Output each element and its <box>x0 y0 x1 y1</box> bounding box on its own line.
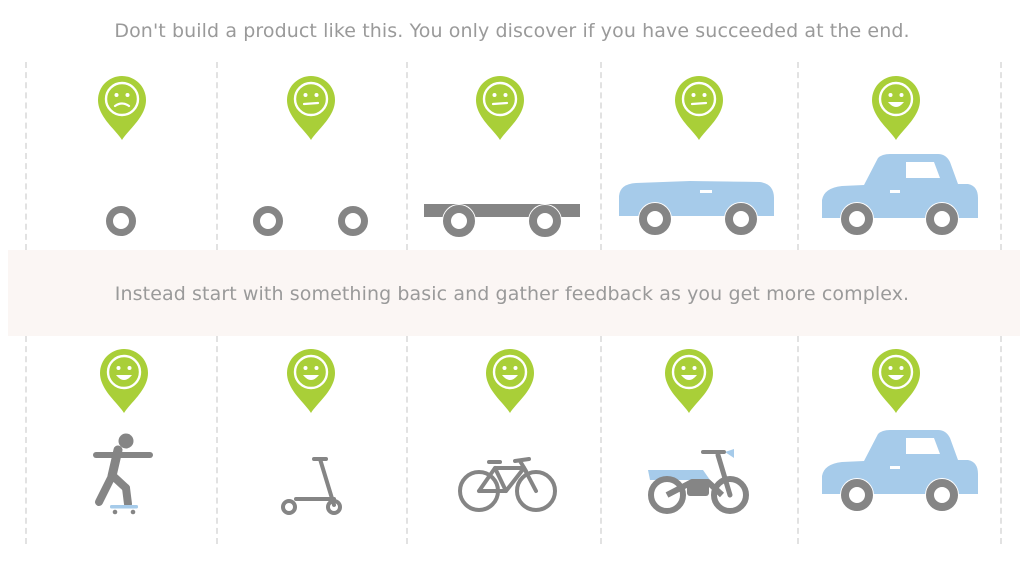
column-divider <box>406 336 408 544</box>
car-body-icon <box>619 181 774 236</box>
car-icon <box>822 154 978 236</box>
column-divider <box>797 62 799 250</box>
top-caption: Don't build a product like this. You onl… <box>114 20 910 42</box>
column-divider <box>797 336 799 544</box>
column-divider <box>25 336 27 544</box>
skateboard-icon <box>93 433 153 515</box>
location-pin-icon <box>285 74 337 142</box>
location-pin-icon <box>673 74 725 142</box>
bicycle-icon <box>458 457 557 512</box>
car-icon <box>822 430 978 512</box>
column-divider <box>600 336 602 544</box>
two-wheels-icon <box>257 210 365 233</box>
motorcycle-icon <box>648 449 749 514</box>
scooter-icon <box>281 457 342 515</box>
column-divider <box>406 62 408 250</box>
location-pin-icon <box>484 347 536 415</box>
location-pin-icon <box>870 74 922 142</box>
location-pin-icon <box>870 347 922 415</box>
column-divider <box>216 336 218 544</box>
location-pin-icon <box>98 347 150 415</box>
location-pin-icon <box>96 74 148 142</box>
middle-caption: Instead start with something basic and g… <box>114 283 910 305</box>
column-divider <box>1000 62 1002 250</box>
column-divider <box>600 62 602 250</box>
column-divider <box>1000 336 1002 544</box>
middle-band <box>8 250 1020 336</box>
location-pin-icon <box>474 74 526 142</box>
column-divider <box>216 62 218 250</box>
location-pin-icon <box>663 347 715 415</box>
single-wheel-icon <box>110 210 133 233</box>
chassis-icon <box>424 204 580 238</box>
location-pin-icon <box>285 347 337 415</box>
column-divider <box>25 62 27 250</box>
